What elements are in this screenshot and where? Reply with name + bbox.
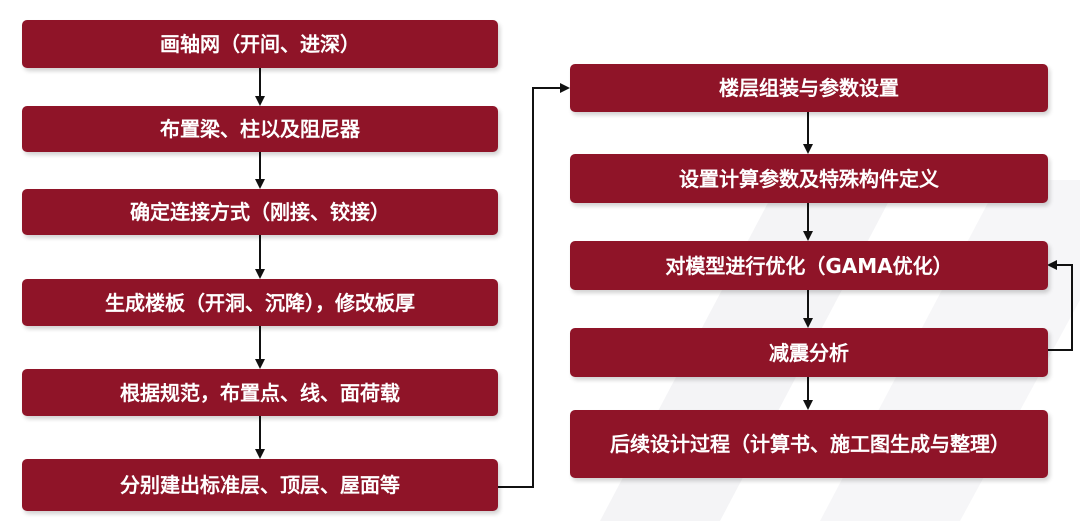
step-subsequent-design: 后续设计过程（计算书、施工图生成与整理） [570, 410, 1048, 478]
step-generate-slabs: 生成楼板（开洞、沉降），修改板厚 [22, 279, 498, 326]
arrow-l6-r1 [497, 83, 570, 488]
arrow-r4-r3-loop [1047, 260, 1073, 351]
step-model-optimization: 对模型进行优化（GAMA优化） [570, 241, 1048, 290]
step-build-floors: 分别建出标准层、顶层、屋面等 [22, 459, 498, 511]
step-draw-axis-grid: 画轴网（开间、进深） [22, 20, 498, 68]
step-floor-assembly: 楼层组装与参数设置 [570, 64, 1048, 112]
step-apply-loads: 根据规范，布置点、线、面荷载 [22, 369, 498, 416]
step-place-beams-columns-dampers: 布置梁、柱以及阻尼器 [22, 106, 498, 152]
step-calc-parameters: 设置计算参数及特殊构件定义 [570, 154, 1048, 203]
step-damping-analysis: 减震分析 [570, 328, 1048, 377]
step-define-connections: 确定连接方式（刚接、铰接） [22, 189, 498, 235]
